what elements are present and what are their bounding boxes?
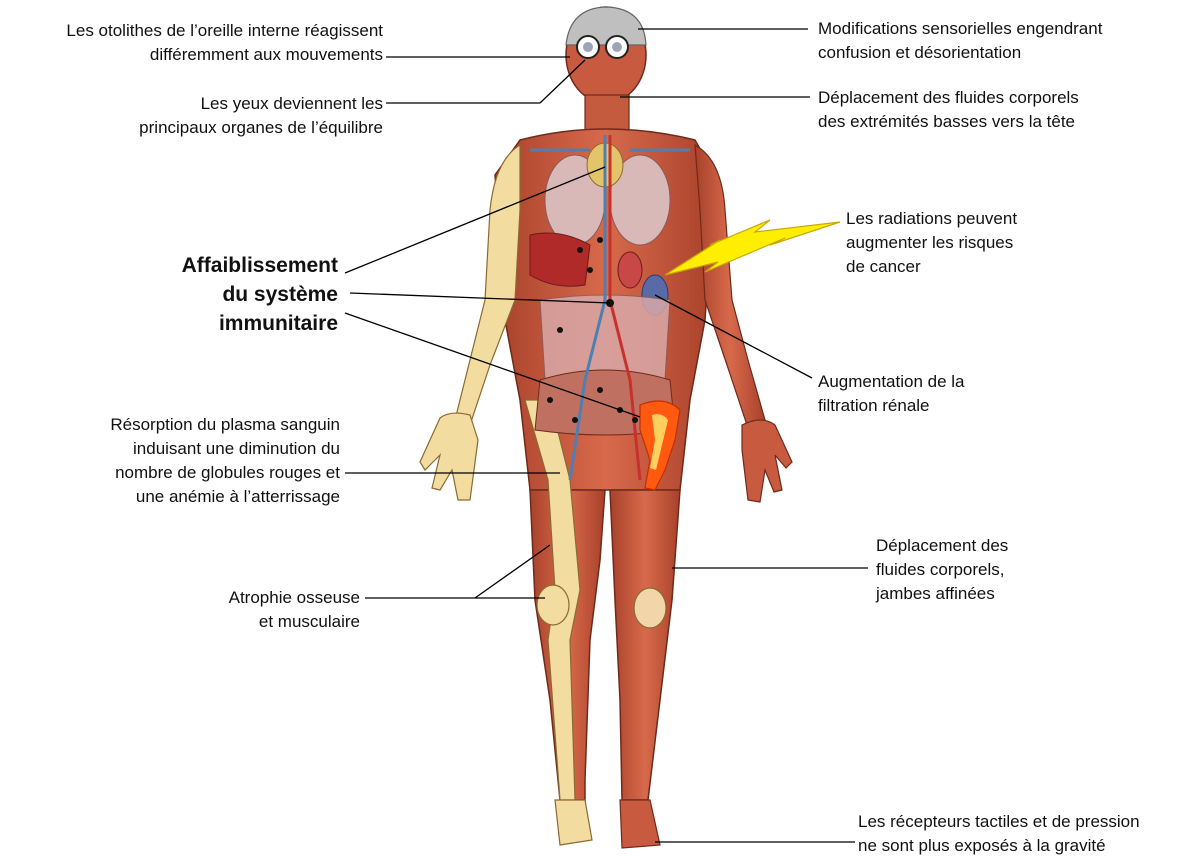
label-radiation: Les radiations peuvent augmenter les ris… — [846, 207, 1166, 279]
label-atrophy: Atrophie osseuse et musculaire — [150, 586, 360, 634]
label-renal: Augmentation de la filtration rénale — [818, 370, 1118, 418]
label-plasma: Résorption du plasma sanguin induisant u… — [40, 413, 340, 509]
label-immune: Affaiblissement du système immunitaire — [120, 251, 338, 338]
label-tactile: Les récepteurs tactiles et de pression n… — [858, 810, 1188, 858]
label-fluids-head: Déplacement des fluides corporels des ex… — [818, 86, 1178, 134]
label-fluids-legs: Déplacement des fluides corporels, jambe… — [876, 534, 1176, 606]
label-sensory: Modifications sensorielles engendrant co… — [818, 17, 1178, 65]
label-otoliths: Les otolithes de l’oreille interne réagi… — [8, 19, 383, 67]
label-eyes: Les yeux deviennent les principaux organ… — [60, 92, 383, 140]
